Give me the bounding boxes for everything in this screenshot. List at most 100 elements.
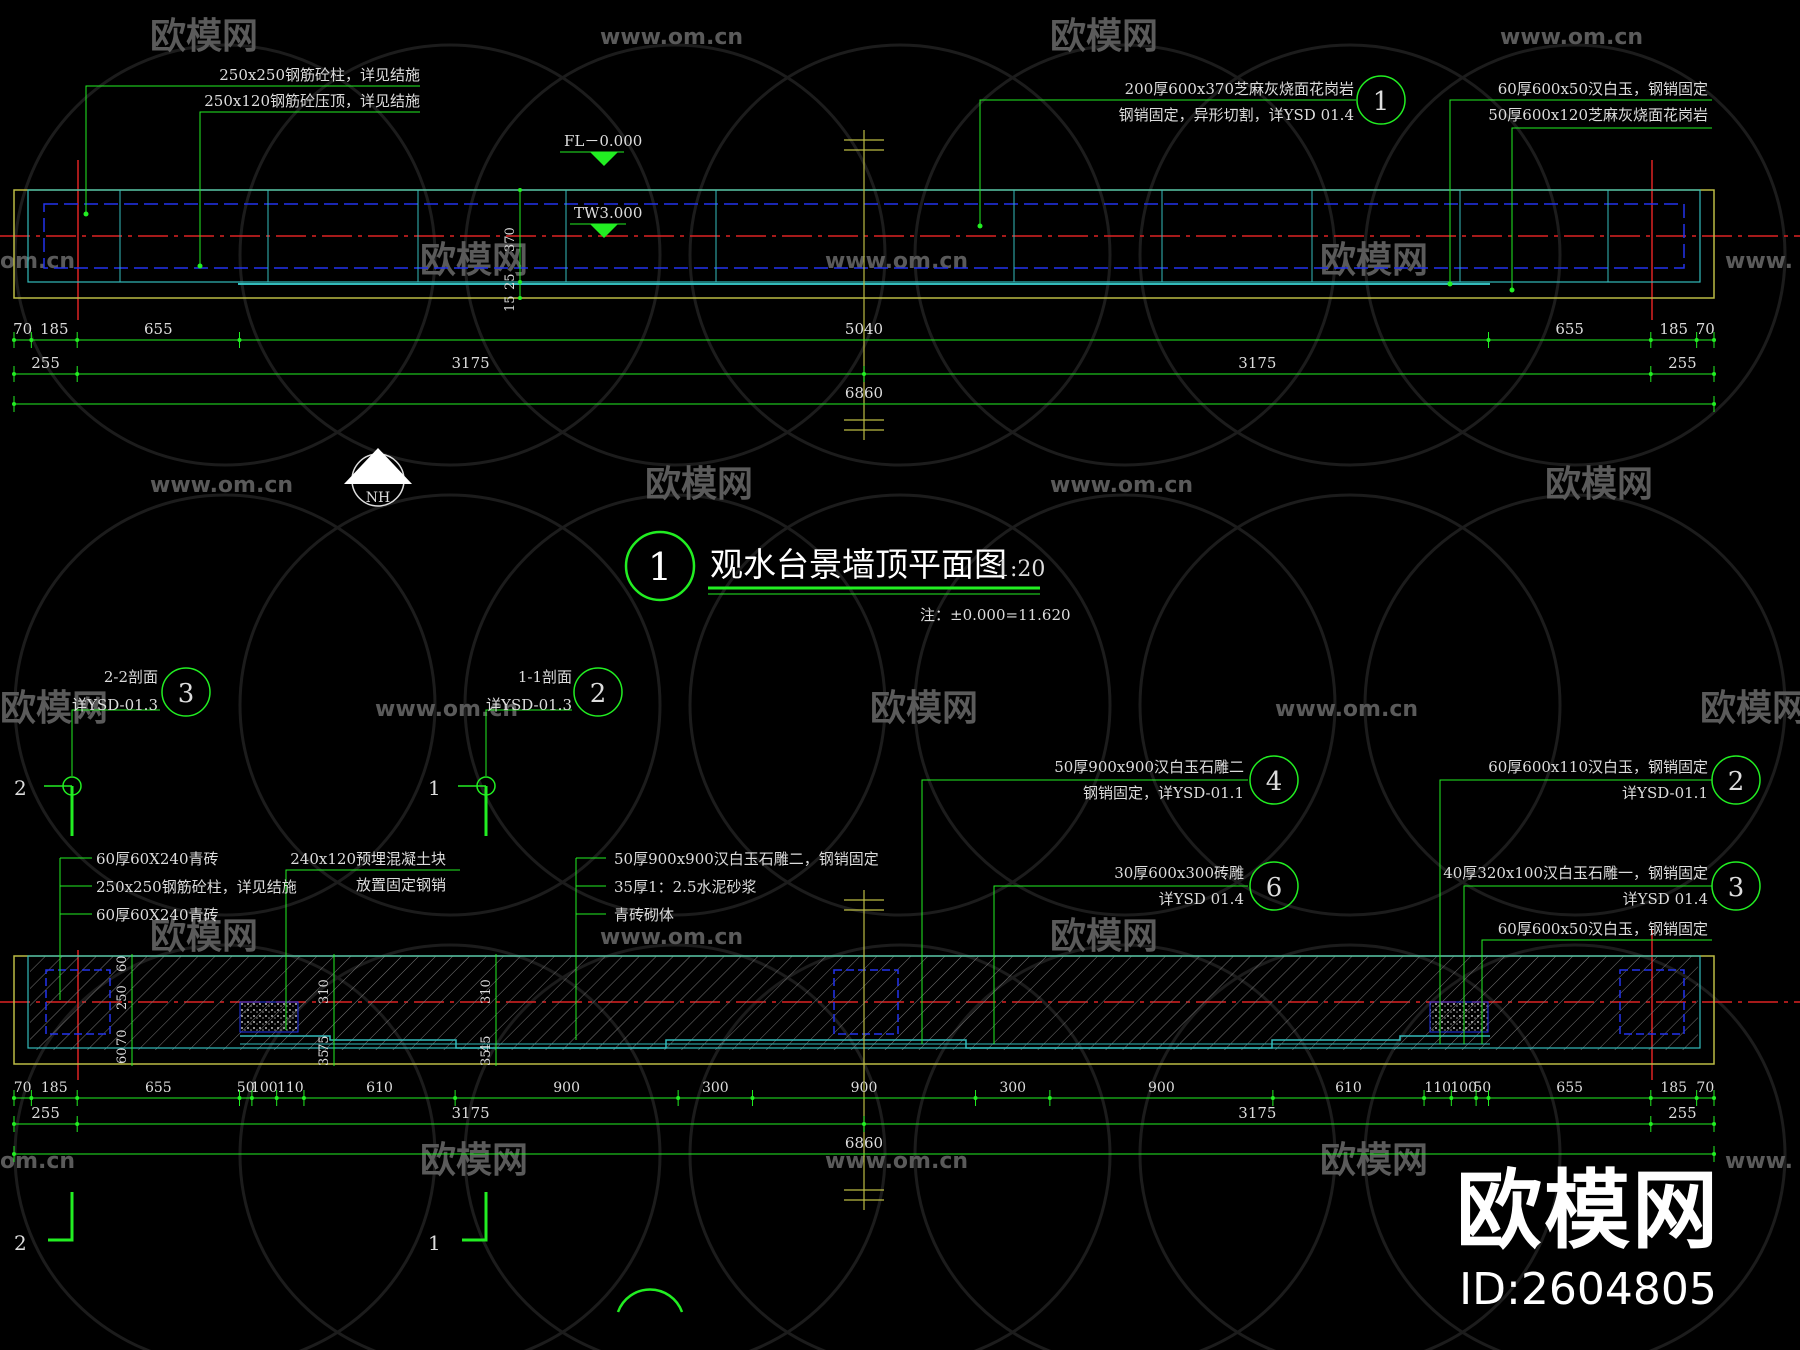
dim-text: 70 (115, 1029, 130, 1046)
plan-leaders (85, 85, 1712, 290)
dim-text: 110 (1424, 1080, 1451, 1096)
brand-logo: 欧模网 (1456, 1161, 1720, 1261)
section-callout-3: 2-2剖面 详YSD-01.3 3 (72, 667, 211, 717)
callout-number: 4 (1266, 767, 1283, 797)
dim-dot (75, 1096, 80, 1100)
dim-text: 25 (503, 273, 518, 290)
plan-joints (119, 190, 1609, 282)
elev-label: 60厚60X240青砖 (96, 850, 218, 868)
dim-text: 255 (31, 1104, 60, 1122)
plan-label: 50厚600x120芝麻灰烧面花岗岩 (1488, 106, 1708, 124)
section-cut-1 (458, 709, 572, 1242)
dim-text: 70 (1696, 1080, 1714, 1096)
dim-text: 610 (366, 1080, 393, 1096)
dim-text: 60 (115, 1047, 130, 1064)
elev-label: 50厚900x900汉白玉石雕二 (1054, 758, 1244, 776)
section-callout-2: 1-1剖面 详YSD-01.3 2 (486, 667, 623, 717)
dim-dot (1648, 338, 1653, 342)
plan-leader-dots (83, 211, 1515, 293)
plan-label: 250x120钢筋砼压顶，详见结施 (204, 92, 420, 110)
elev-label: 250x250钢筋砼柱，详见结施 (96, 878, 297, 896)
dim-text: 100 (251, 1080, 278, 1096)
dim-dot (973, 1096, 978, 1100)
dim-text: 300 (999, 1080, 1026, 1096)
dim-text: 3175 (1238, 354, 1276, 372)
drawing-title: 观水台景墙顶平面图 (710, 545, 1007, 584)
watermark-logo: 欧模网 (150, 16, 258, 57)
dim-text: 310 (479, 979, 494, 1004)
dim-dot (750, 1096, 755, 1100)
section-mark-label: 1 (428, 1231, 441, 1255)
dim-text: 185 (1659, 320, 1688, 338)
dim-text: 70 (13, 320, 32, 338)
svg-text:FL－0.000: FL－0.000 (564, 132, 642, 150)
dim-dot (862, 1122, 866, 1126)
next-title-circle (616, 1288, 684, 1313)
watermark-logo: 欧模网 (870, 688, 978, 729)
svg-text:详YSD-01.3: 详YSD-01.3 (72, 696, 158, 714)
elev-label: 30厚600x300砖雕 (1114, 864, 1244, 882)
dim-dot (1047, 1096, 1052, 1100)
dim-dot (237, 338, 242, 342)
elev-label: 详YSD 01.4 (1159, 890, 1244, 908)
dim-text: 6860 (845, 1134, 883, 1152)
plan-label: 250x250钢筋砼柱，详见结施 (219, 66, 420, 84)
watermark-logo-partial: 欧模网 (0, 688, 108, 729)
dim-dot (29, 1096, 34, 1100)
watermark-logo: 欧模网 (420, 240, 528, 281)
dim-dot (12, 1152, 16, 1156)
dim-dot (274, 1096, 279, 1100)
dim-dot (453, 1096, 458, 1100)
svg-text:2: 2 (590, 679, 607, 709)
svg-text:3: 3 (178, 679, 195, 709)
watermark-logo-partial: 欧模网 (1700, 688, 1800, 729)
watermark-url: www.om.cn (600, 925, 743, 950)
watermark-circles (13, 43, 1787, 1350)
dim-dot (12, 1096, 16, 1100)
elev-label: 60厚600x50汉白玉，钢销固定 (1498, 920, 1708, 938)
dim-text: 75 (317, 1035, 332, 1052)
dim-dot (1712, 1122, 1716, 1126)
dim-dot (1486, 338, 1491, 342)
dim-dot (249, 1096, 254, 1100)
watermark-logo: 欧模网 (1320, 240, 1428, 281)
watermark-logo: 欧模网 (1320, 1140, 1428, 1181)
svg-text:1-1剖面: 1-1剖面 (518, 668, 572, 686)
dim-dot (12, 372, 16, 376)
dim-dot (12, 338, 16, 342)
dim-dot (237, 1096, 242, 1100)
watermark-url: www.om.cn (600, 25, 743, 50)
elev-label: 详YSD 01.4 (1623, 890, 1708, 908)
level-mark-fl: FL－0.000 (560, 132, 642, 166)
watermark-logo: 欧模网 (645, 464, 753, 505)
dim-dot (1712, 372, 1716, 376)
dim-dot (1270, 1096, 1275, 1100)
watermark-url: www.om.cn (1050, 473, 1193, 498)
dim-text: 110 (277, 1080, 304, 1096)
dim-dot (1486, 1096, 1491, 1100)
plan-vertical-dims: 370 25 15 (503, 188, 522, 312)
north-arrow: NH (344, 448, 412, 507)
dim-dot (862, 372, 866, 376)
dim-text: 610 (1335, 1080, 1362, 1096)
dim-text: 60 (115, 955, 130, 972)
dim-text: 100 (1450, 1080, 1477, 1096)
dim-dot (1712, 1152, 1716, 1156)
elev-label: 50厚900x900汉白玉石雕二，钢销固定 (614, 850, 879, 868)
dim-dot (1648, 1122, 1653, 1126)
callout-number: 1 (1373, 87, 1390, 117)
elev-vertical-dims: 60 250 70 60 310 75 35 310 45 35 (115, 954, 497, 1066)
dim-text: 50 (237, 1080, 255, 1096)
dim-text: 185 (1660, 1080, 1687, 1096)
dim-dot (1474, 1096, 1479, 1100)
watermark-url-partial: om.cn (0, 1149, 75, 1174)
plan-label: 钢销固定，异形切割，详YSD 01.4 (1119, 106, 1354, 124)
dim-text: 50 (1473, 1080, 1491, 1096)
watermark-url-partial: www. (1725, 1149, 1793, 1174)
dim-text: 35 (479, 1049, 494, 1066)
svg-text:TW3.000: TW3.000 (574, 204, 642, 222)
dim-dot (12, 1122, 16, 1126)
elevation-view: 2 2 2-2剖面 详YSD-01.3 3 1 1 1-1剖面 详YSD-01.… (0, 667, 1800, 1313)
